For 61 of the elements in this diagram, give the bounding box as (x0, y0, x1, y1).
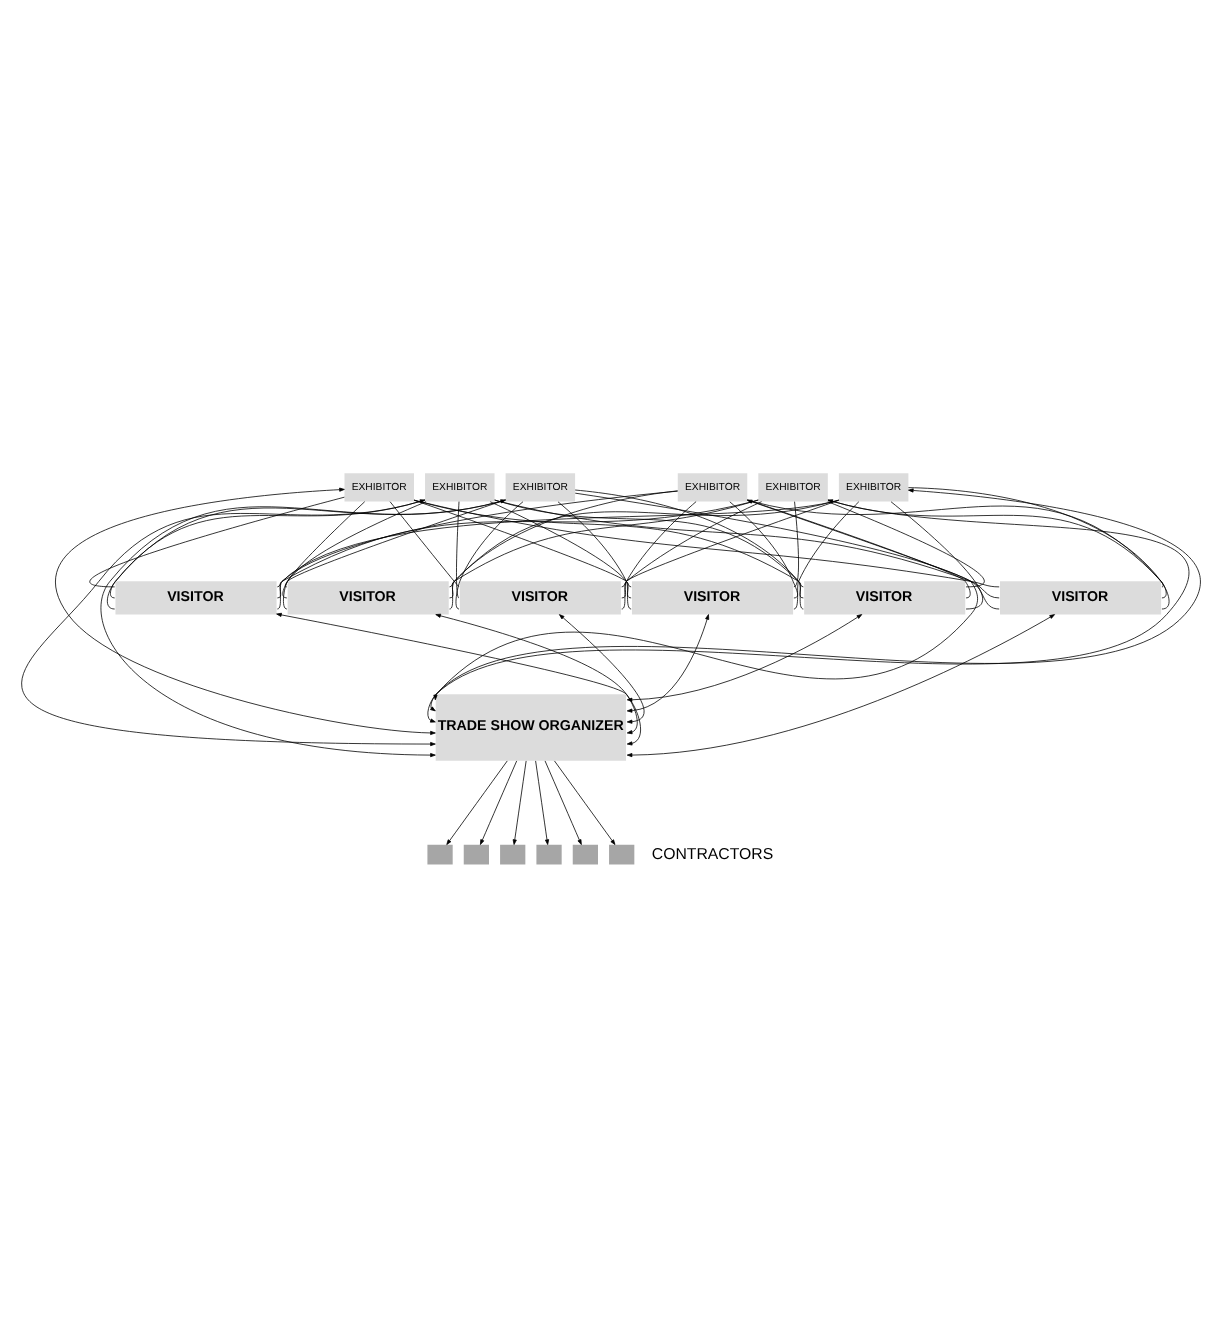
connector (574, 489, 804, 610)
node-box (500, 844, 526, 865)
arrow (544, 760, 582, 845)
connector (413, 499, 1000, 588)
node-box (609, 844, 635, 865)
arrow (626, 614, 1055, 758)
connector (413, 499, 804, 588)
arrow (559, 614, 645, 724)
arrow (480, 760, 518, 845)
connector (574, 492, 1000, 610)
connector (827, 501, 985, 588)
connector (489, 501, 632, 599)
connector (276, 490, 678, 599)
connector (455, 501, 524, 610)
connector (557, 501, 632, 610)
arrow (427, 488, 1200, 723)
arrow (512, 760, 527, 845)
connector (908, 487, 1170, 610)
label: CONTRACTORS (651, 844, 774, 863)
node-box (463, 844, 489, 865)
arrow (100, 499, 506, 758)
arrow (626, 614, 863, 702)
connector (276, 499, 840, 610)
connector (110, 499, 426, 599)
connector (282, 501, 427, 599)
connector (285, 501, 366, 588)
connector (494, 499, 1000, 599)
connector (449, 490, 678, 599)
connector (106, 499, 506, 610)
arrow (554, 760, 616, 845)
arrow (433, 499, 1190, 701)
connector (621, 499, 840, 610)
arrow (56, 487, 436, 735)
connector (621, 501, 762, 588)
connector (449, 499, 759, 588)
connector (89, 496, 345, 588)
connector (621, 501, 697, 599)
connector (456, 501, 460, 599)
node-box (536, 844, 562, 865)
node-box (572, 844, 598, 865)
arrow (535, 760, 550, 845)
connector (389, 501, 460, 588)
arrow (626, 614, 710, 713)
connector (746, 499, 971, 599)
arrow (435, 613, 638, 735)
connector (827, 499, 1164, 588)
arrow (430, 499, 978, 712)
connector (793, 501, 860, 610)
connector (746, 499, 1167, 599)
connector (283, 499, 506, 610)
connector (890, 501, 983, 610)
arrow (446, 760, 508, 845)
arrow (21, 499, 436, 747)
connector (413, 499, 632, 588)
node-box (427, 844, 453, 865)
arrow (276, 612, 641, 746)
connector (276, 499, 759, 588)
connector (449, 499, 840, 610)
connector (494, 499, 804, 599)
connector (729, 501, 798, 599)
connector (793, 501, 799, 588)
